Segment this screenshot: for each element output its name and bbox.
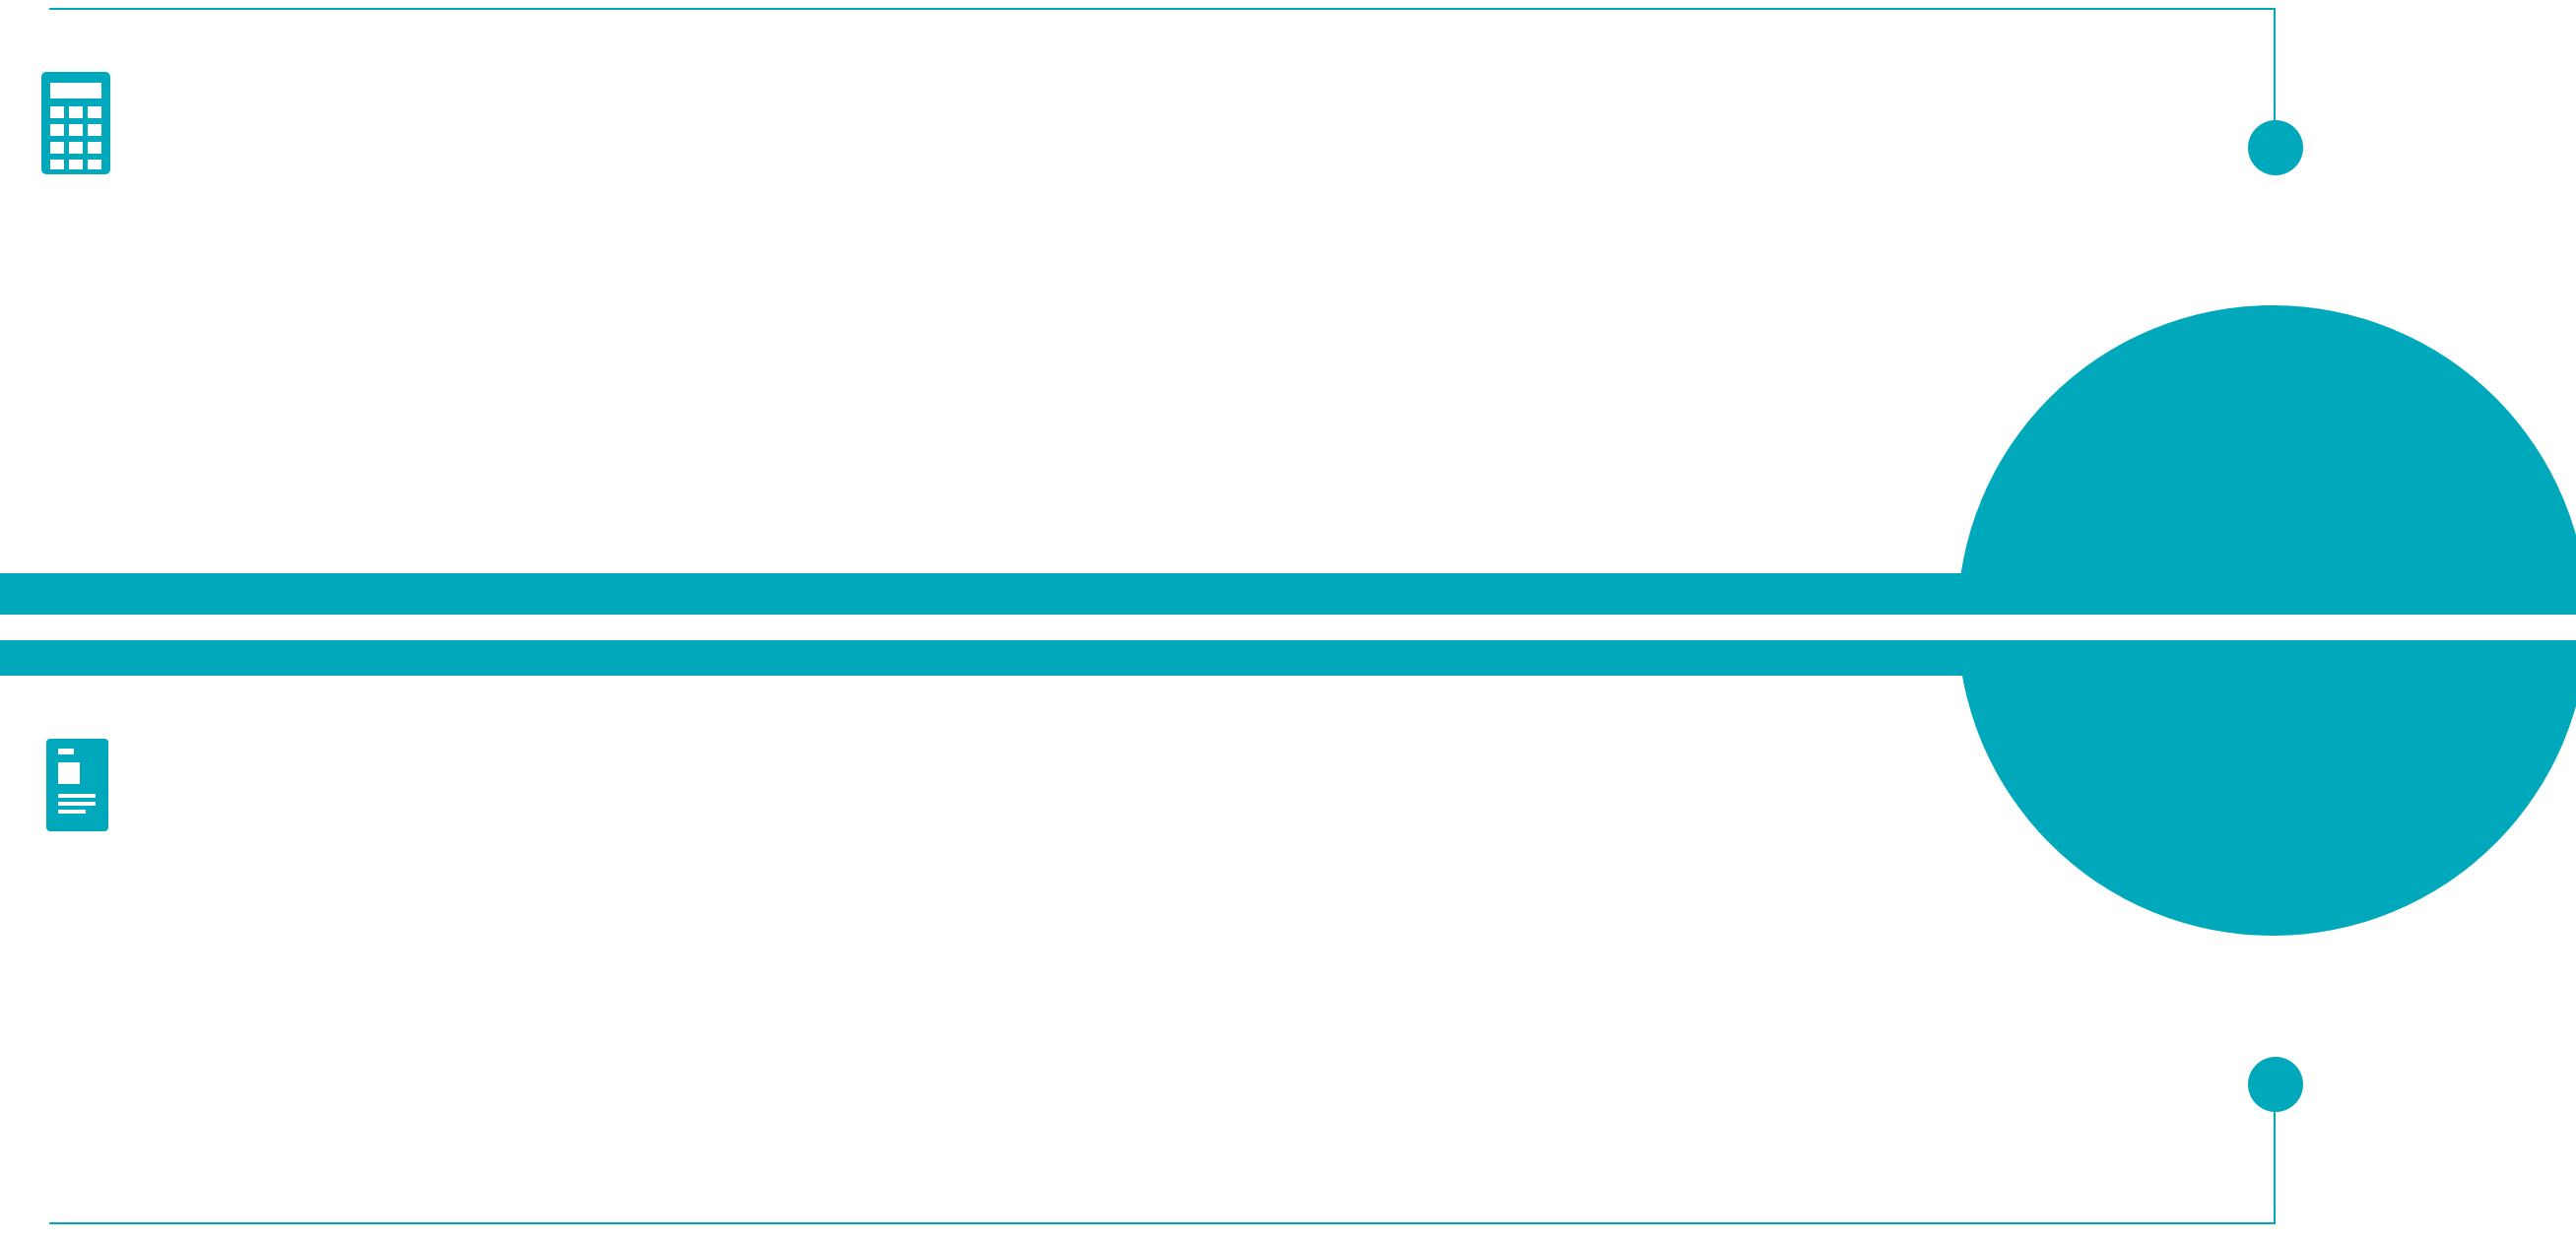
calculator-icon-svg (41, 72, 110, 174)
calculator-icon (41, 72, 110, 179)
top-accent-dot (2248, 120, 2303, 175)
report-icon-svg (46, 739, 108, 831)
top-connector-line-vertical (2274, 8, 2276, 122)
bottom-connector-line-horizontal (49, 1222, 2276, 1224)
top-connector-line-horizontal (49, 8, 2276, 10)
divider-gap-stripe (0, 615, 2576, 640)
bottom-accent-dot (2248, 1057, 2303, 1112)
report-icon (46, 739, 108, 836)
bottom-connector-line-vertical (2274, 1110, 2276, 1224)
divider-bar-top (0, 573, 2079, 615)
divider-bar-bottom (0, 640, 2079, 676)
